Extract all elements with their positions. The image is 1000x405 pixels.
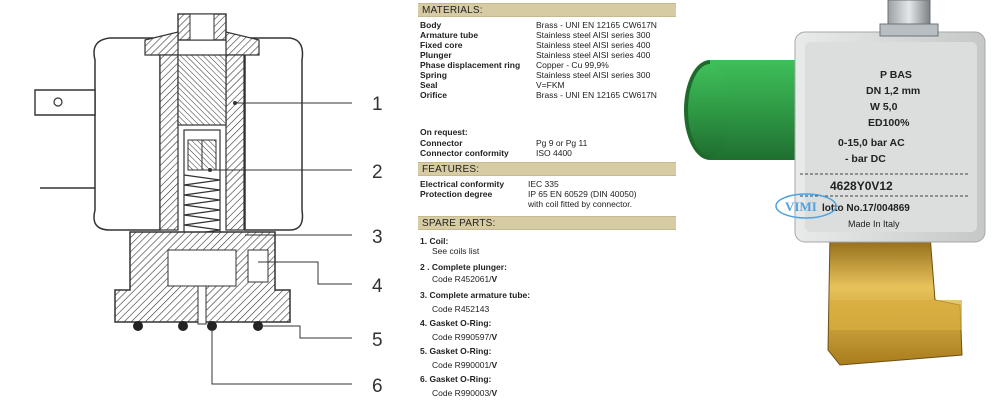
made-in-label: Made In Italy: [848, 219, 900, 229]
o-rings: [133, 321, 263, 331]
callout-1: 1: [372, 94, 383, 115]
callout-6: 6: [372, 376, 383, 397]
label-line: P BAS: [880, 69, 912, 81]
callout-4: 4: [372, 276, 383, 297]
serial-number: 4628Y0V12: [830, 179, 893, 193]
spare-item-code: Code R990001/V: [432, 360, 498, 370]
label-line: ED100%: [868, 117, 910, 129]
lot-number: lotto No.17/004869: [822, 203, 910, 214]
product-photo-svg: P BAS DN 1,2 mm W 5,0 ED100% 0-15,0 bar …: [684, 0, 986, 366]
feature-row: with coil fitted by connector.: [528, 199, 632, 209]
callout-5: 5: [372, 330, 383, 351]
spare-item-code: Code R452143: [432, 304, 490, 314]
cross-section-svg: 1 2 3 4 5 6: [34, 13, 383, 397]
label-line: DN 1,2 mm: [866, 85, 920, 97]
spare-item-code: Code R990003/V: [432, 388, 498, 398]
spare-item-code: Code R990597/V: [432, 332, 498, 342]
coil-housing: [794, 31, 986, 243]
callout-2: 2: [372, 162, 383, 183]
spare-item-code: See coils list: [432, 246, 480, 256]
materials-header: MATERIALS:: [418, 3, 676, 17]
top-nut: [144, 13, 260, 56]
spare-item-title: 1. Coil:: [420, 236, 449, 246]
spare-item-title: 4. Gasket O-Ring:: [420, 318, 492, 328]
brass-body: [827, 234, 963, 366]
watermark-text: VIMI: [785, 199, 817, 214]
label-line: 0-15,0 bar AC: [838, 137, 905, 149]
spare-item-title: 3. Complete armature tube:: [420, 290, 531, 300]
product-label: P BAS DN 1,2 mm W 5,0 ED100% 0-15,0 bar …: [800, 69, 970, 229]
features-header: FEATURES:: [418, 162, 676, 176]
spare-item-title: 2 . Complete plunger:: [420, 262, 507, 272]
product-photo: P BAS DN 1,2 mm W 5,0 ED100% 0-15,0 bar …: [680, 0, 1000, 400]
callout-3: 3: [372, 227, 383, 248]
valve-body: [114, 231, 291, 325]
top-nut-photo: [879, 0, 939, 37]
spare-parts-header: SPARE PARTS:: [418, 216, 676, 230]
label-line: - bar DC: [845, 153, 886, 165]
label-line: W 5,0: [870, 101, 898, 113]
spare-item-title: 6. Gasket O-Ring:: [420, 374, 492, 384]
valve-cross-section-diagram: 1 2 3 4 5 6: [0, 0, 410, 400]
spare-item-code: Code R452061/V: [432, 274, 498, 284]
leader-lines: [210, 102, 352, 385]
spare-item-title: 5. Gasket O-Ring:: [420, 346, 492, 356]
vimi-watermark: VIMI: [775, 193, 837, 219]
on-request-heading: On request:: [420, 127, 468, 137]
connector-tab: [34, 89, 96, 189]
armature-tube: [159, 54, 245, 231]
coil-outline: [93, 37, 304, 231]
